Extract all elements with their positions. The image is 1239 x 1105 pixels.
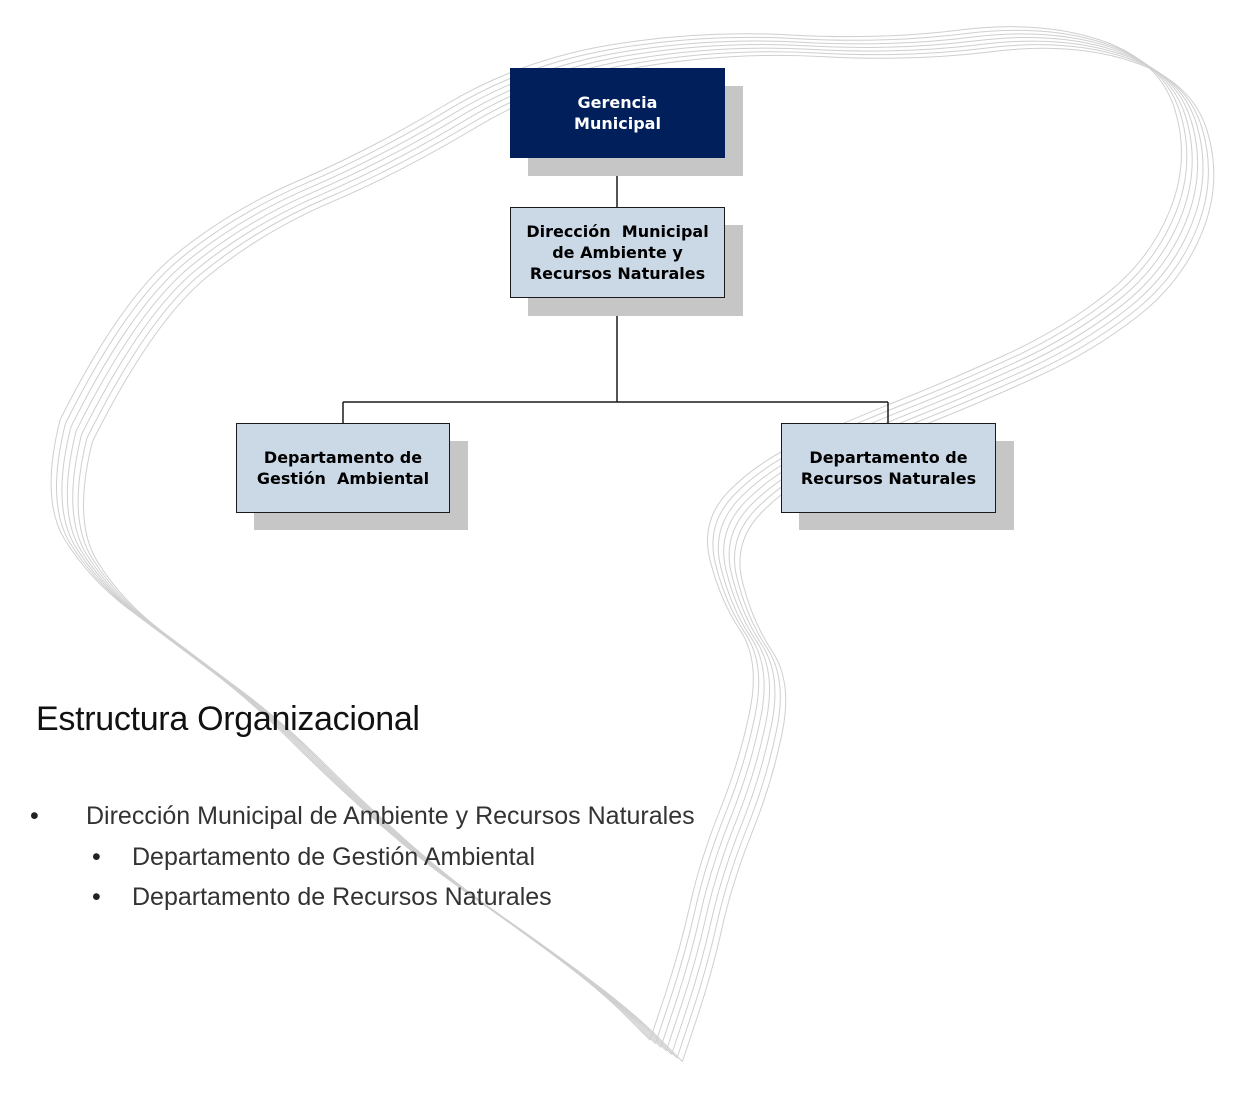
background-wave-line [83,441,683,1062]
node-direccion-line-3: Recursos Naturales [529,264,706,283]
background-wave-line [75,36,1199,1051]
node-direccion-line-2: de Ambiente y [552,243,683,262]
node-gerencia-line-2: Municipal [574,114,661,133]
node-departamento-recursos-naturales: Departamento de Recursos Naturales [781,423,996,513]
background-wave-line [81,40,1204,1055]
node-recursos-line-1: Departamento de [809,448,968,467]
background-wave-line [70,33,1193,1048]
node-gerencia-municipal: Gerencia Municipal [510,68,725,158]
bullet-dot-icon: • [30,802,39,830]
node-direccion-line-1: Dirección Municipal [526,222,709,241]
background-wave-line [59,26,1182,1041]
slide-title: Estructura Organizacional [36,700,420,738]
node-direccion-municipal: Dirección Municipal de Ambiente y Recurs… [510,207,725,298]
bullet-main-text: Dirección Municipal de Ambiente y Recurs… [86,802,695,830]
node-recursos-line-2: Recursos Naturales [800,469,977,488]
background-wave-line [91,47,1215,1062]
bullet-sub-2-text: Departamento de Recursos Naturales [132,883,552,911]
background-wave-line [86,44,1209,1059]
bullet-main: • Dirección Municipal de Ambiente y Recu… [30,802,695,831]
bullet-sub-1: • Departamento de Gestión Ambiental [92,843,536,872]
bullet-sub-1-text: Departamento de Gestión Ambiental [132,843,536,871]
bullet-dot-icon: • [92,883,101,911]
node-gerencia-line-1: Gerencia [577,93,658,112]
node-gestion-line-2: Gestión Ambiental [256,469,430,488]
node-gestion-line-1: Departamento de [263,448,423,467]
bullet-sub-2: • Departamento de Recursos Naturales [92,883,552,912]
node-departamento-gestion-ambiental: Departamento de Gestión Ambiental [236,423,450,513]
background-wave-line [64,29,1188,1044]
bullet-dot-icon: • [92,843,101,871]
